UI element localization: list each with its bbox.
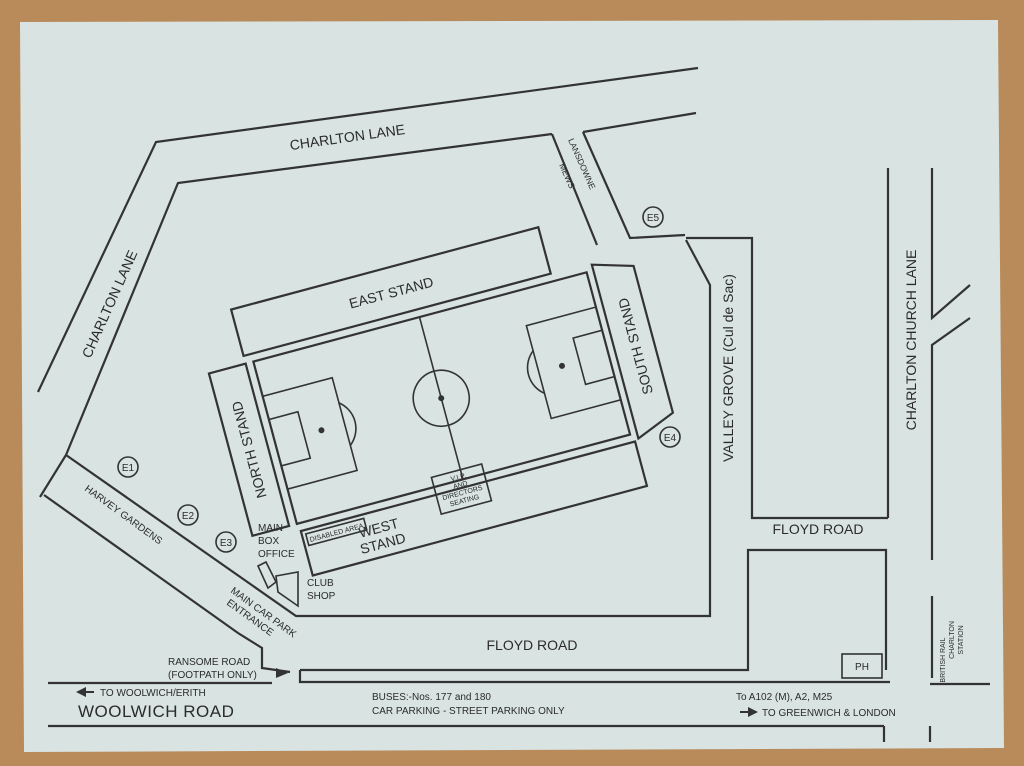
- entrance-e1-circle: [117, 456, 139, 478]
- lansdowne-mews-left: [550, 133, 599, 246]
- centre-circle: [412, 369, 471, 428]
- club-shop-label-2: SHOP: [307, 591, 336, 602]
- entrance-e1-label: E1: [122, 463, 135, 474]
- valley-grove-label: VALLEY GROVE (Cul de Sac): [720, 274, 736, 462]
- arrow-left-icon: [76, 687, 86, 697]
- east-stand: [229, 225, 553, 358]
- club-shop-building: [275, 571, 299, 608]
- left-penalty-spot: [318, 427, 325, 434]
- entrance-markers: E1 E2 E3 E4 E5: [117, 206, 681, 553]
- pub-box: [841, 653, 883, 679]
- west-stand: [299, 440, 649, 577]
- floyd-road-bottom-edge: [298, 670, 890, 684]
- station-label-2: CHARLTON: [949, 621, 956, 659]
- floyd-road-right-label: FLOYD ROAD: [772, 521, 863, 537]
- right-penalty-spot: [558, 362, 565, 369]
- lansdowne-mews-edge: [581, 131, 686, 240]
- parking-label: CAR PARKING - STREET PARKING ONLY: [372, 706, 565, 717]
- charlton-lane-outer-edge: [37, 66, 699, 393]
- entrance-e2-label: E2: [182, 511, 195, 522]
- box-office-label-1: MAIN: [258, 523, 283, 534]
- entrance-e5-circle: [642, 206, 664, 228]
- harvey-gardens-outer: [43, 494, 291, 674]
- woolwich-road-label: WOOLWICH ROAD: [78, 702, 234, 721]
- entrance-e4-circle: [659, 426, 681, 448]
- entrance-e5-label: E5: [647, 213, 660, 224]
- club-shop-label-1: CLUB: [307, 578, 334, 589]
- floyd-road-bottom-label: FLOYD ROAD: [486, 637, 577, 653]
- greenwich-label: TO GREENWICH & LONDON: [762, 708, 896, 719]
- church-lane-right-top: [930, 168, 971, 321]
- ransome-road-label-1: RANSOME ROAD: [168, 657, 250, 668]
- harvey-gardens-inner: [65, 239, 712, 618]
- north-stand: [207, 362, 291, 538]
- entrance-e3-circle: [215, 531, 237, 553]
- ransome-arrow-icon: [276, 668, 288, 678]
- station-label-1: BRITISH RAIL: [940, 637, 947, 682]
- pub-label: PH: [855, 662, 869, 673]
- valley-grove-edge: [686, 236, 888, 520]
- a102-label: To A102 (M), A2, M25: [736, 692, 833, 703]
- lansdowne-mews-top: [582, 111, 697, 134]
- buses-label: BUSES:-Nos. 177 and 180: [372, 692, 491, 703]
- card-background: [20, 20, 1004, 752]
- ransome-road-label-2: (FOOTPATH ONLY): [168, 670, 257, 681]
- box-office-label-3: OFFICE: [258, 549, 295, 560]
- entrance-e3-label: E3: [220, 538, 233, 549]
- entrance-e4-label: E4: [664, 433, 677, 444]
- woolwich-erith-label: TO WOOLWICH/ERITH: [100, 688, 206, 699]
- centre-spot: [438, 395, 445, 402]
- vip-label-1: V.I.P.: [450, 473, 467, 484]
- right-penalty-arc: [526, 350, 545, 395]
- church-lane-right-bottom: [930, 317, 971, 560]
- arrow-right-icon: [748, 707, 758, 717]
- church-lane-label: CHARLTON CHURCH LANE: [903, 250, 919, 431]
- left-goal-area: [267, 410, 312, 467]
- disabled-area: [304, 517, 368, 547]
- entrance-e2-circle: [177, 504, 199, 526]
- charlton-lane-inner-edge: [39, 132, 553, 498]
- vip-seating: [430, 463, 493, 516]
- road-lines: [37, 66, 990, 742]
- box-office-label-2: BOX: [258, 536, 279, 547]
- south-stand: [590, 263, 675, 441]
- right-goal-area: [572, 329, 616, 386]
- left-penalty-arc: [338, 402, 357, 446]
- station-label-3: STATION: [958, 625, 965, 654]
- floyd-road-inner: [300, 548, 888, 672]
- vip-label-2: AND: [452, 480, 468, 491]
